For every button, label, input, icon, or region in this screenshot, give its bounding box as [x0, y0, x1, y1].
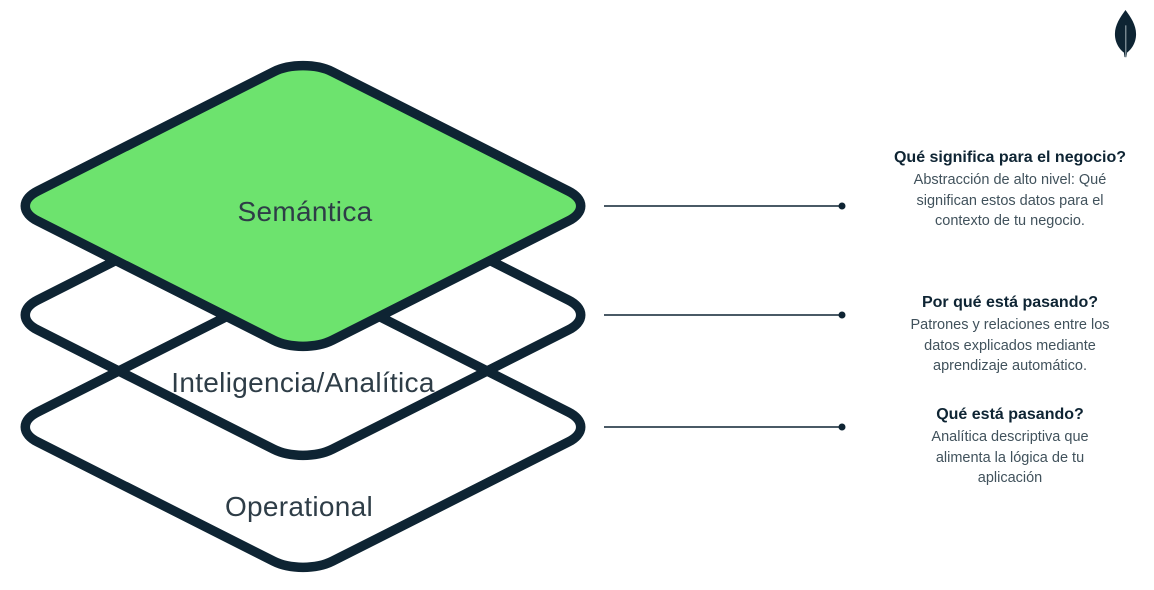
annotation-block-operational: Qué está pasando? Analítica descriptiva … [864, 406, 1154, 489]
annotation-title: Qué está pasando? [936, 406, 1084, 423]
connector-line-operational [604, 423, 846, 431]
connector-line-inteligencia [604, 311, 846, 319]
connector-dot [838, 423, 846, 431]
annotation-body-line: Analítica descriptiva que [931, 429, 1089, 445]
connector-dot [838, 202, 846, 210]
annotation-body-line: datos explicados mediante [924, 337, 1096, 354]
annotation-title: Por qué está pasando? [921, 294, 1099, 311]
annotation-body-line: significan estos datos para el [916, 192, 1104, 209]
annotation-body-line: alimenta la lógica de tu [935, 449, 1085, 466]
layer-label-operational: Operational [224, 491, 374, 522]
connector-line-semantica [604, 202, 846, 210]
annotation-body-line: Patrones y relaciones entre los [910, 317, 1110, 333]
annotation-body: Abstracción de alto nivel: Qué significa… [864, 170, 1154, 232]
annotation-body-line: Abstracción de alto nivel: Qué [913, 172, 1107, 188]
layer-diamond-semantica [8, 57, 598, 355]
annotation-block-semantica: Qué significa para el negocio? Abstracci… [864, 149, 1154, 232]
layer-label-inteligencia: Inteligencia/Analítica [171, 367, 435, 398]
annotation-body-line: aplicación [977, 470, 1043, 487]
annotation-body-line: aprendizaje automático. [933, 358, 1087, 375]
mongodb-leaf-icon [1114, 9, 1137, 58]
annotation-body-line: contexto de tu negocio. [935, 213, 1085, 230]
annotation-body: Analítica descriptiva que alimenta la ló… [864, 427, 1154, 489]
layer-diamond-operational [8, 278, 598, 576]
layer-label-semantica: Semántica [237, 196, 373, 227]
connector-dot [838, 311, 846, 319]
annotation-block-inteligencia: Por qué está pasando? Patrones y relacio… [864, 294, 1154, 377]
annotation-title: Qué significa para el negocio? [893, 149, 1127, 166]
annotation-body: Patrones y relaciones entre los datos ex… [864, 315, 1154, 377]
